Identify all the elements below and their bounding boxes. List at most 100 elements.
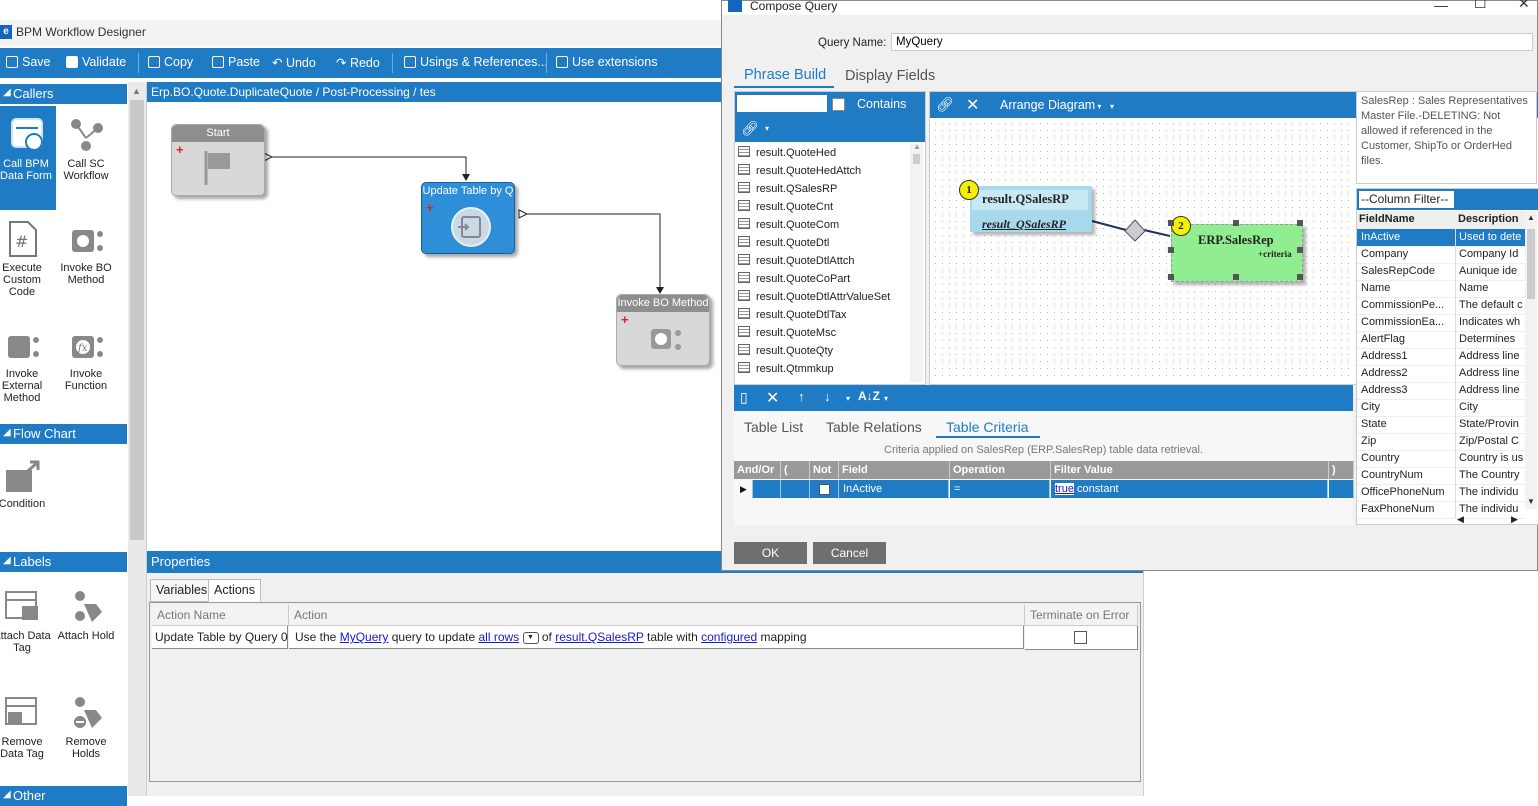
operation-cell[interactable]: = [950, 480, 1050, 498]
scroll-left-icon[interactable]: ◀ [1457, 514, 1464, 524]
tool-remove-data-tag[interactable]: Remove Data Tag [0, 694, 52, 760]
maximize-icon[interactable]: ☐ [1474, 0, 1487, 11]
scroll-down-icon[interactable]: ▼ [1527, 497, 1535, 506]
diagram-table-qsalesrp[interactable]: result.QSalesRP result_QSalesRP [970, 186, 1092, 232]
delete-icon[interactable]: ✕ [766, 390, 780, 407]
column-header-close-paren[interactable]: ) [1329, 461, 1354, 479]
scroll-up-icon[interactable]: ▲ [913, 142, 921, 151]
resize-handle[interactable] [1297, 274, 1303, 280]
tab-table-relations[interactable]: Table Relations [826, 419, 922, 435]
copy-button[interactable]: Copy [148, 55, 193, 69]
tool-call-bpm-data-form[interactable]: Call BPM Data Form [0, 106, 56, 210]
tool-invoke-external-method[interactable]: Invoke External Method [0, 326, 52, 404]
resize-handle[interactable] [1233, 220, 1239, 226]
table-list-item[interactable]: result.QuoteCnt [738, 200, 833, 213]
scroll-right-icon[interactable]: ▶ [1511, 514, 1518, 524]
tab-table-criteria[interactable]: Table Criteria [946, 419, 1029, 435]
table-list-item[interactable]: result.QuoteDtlAttrValueSet [738, 290, 890, 303]
palette-section-flow-chart[interactable]: ◢Flow Chart [0, 424, 127, 444]
sort-icon[interactable]: A↓Z [858, 389, 880, 403]
table-link[interactable]: result.QSalesRP [555, 630, 644, 644]
update-table-node[interactable]: Update Table by Q + [421, 182, 515, 254]
column-header-terminate[interactable]: Terminate on Error [1025, 605, 1138, 626]
paste-button[interactable]: Paste [212, 55, 260, 69]
scrollbar-thumb[interactable] [913, 154, 920, 164]
column-header-open-paren[interactable]: ( [781, 461, 810, 479]
column-header-field[interactable]: Field [839, 461, 950, 479]
tables-scrollbar[interactable]: ▲ [910, 142, 923, 382]
dropdown-icon[interactable]: ▾ [846, 394, 851, 403]
palette-section-labels[interactable]: ◢Labels [0, 552, 127, 572]
ok-button[interactable]: OK [734, 542, 807, 564]
column-header-operation[interactable]: Operation [950, 461, 1051, 479]
table-list-item[interactable]: result.QuoteDtlTax [738, 308, 846, 321]
tool-call-sc-workflow[interactable]: Call SC Workflow [56, 116, 116, 182]
resize-handle[interactable] [1297, 220, 1303, 226]
undo-button[interactable]: ↶ Undo [272, 56, 316, 70]
dropdown-icon[interactable]: ▾ [884, 394, 889, 403]
query-link[interactable]: MyQuery [339, 630, 389, 644]
rows-link[interactable]: all rows [478, 630, 520, 644]
table-list-item[interactable]: result.QuoteCom [738, 218, 839, 231]
usings-references-button[interactable]: Usings & References... [404, 55, 548, 69]
scroll-up-icon[interactable]: ▲ [1527, 213, 1535, 222]
tool-attach-data-tag[interactable]: Attach Data Tag [0, 588, 52, 654]
column-filter-input[interactable]: --Column Filter-- [1359, 191, 1454, 208]
mapping-link[interactable]: configured [701, 630, 758, 644]
redo-button[interactable]: ↷ Redo [336, 56, 380, 70]
column-header-and-or[interactable]: And/Or [734, 461, 781, 479]
column-header-not[interactable]: Not [810, 461, 839, 479]
column-filter-scrollbar[interactable]: ▲ ▼ [1525, 211, 1537, 509]
invoke-bo-method-node[interactable]: Invoke BO Method + [616, 294, 710, 366]
tab-phrase-build[interactable]: Phrase Build [744, 67, 827, 83]
table-list-item[interactable]: result.QSalesRP [738, 182, 837, 195]
link-icon[interactable]: 🔗︎ [936, 96, 954, 112]
cancel-button[interactable]: Cancel [813, 542, 886, 564]
scrollbar-thumb[interactable] [1527, 229, 1535, 299]
table-list-item[interactable]: result.QuoteDtlAttch [738, 254, 854, 267]
action-name-cell[interactable]: Update Table by Query 0 [152, 626, 288, 649]
start-node[interactable]: Start + [171, 124, 265, 196]
contains-checkbox[interactable] [832, 98, 845, 111]
tab-actions[interactable]: Actions [208, 579, 261, 602]
not-checkbox[interactable] [819, 484, 830, 495]
tool-invoke-function[interactable]: fx Invoke Function [56, 326, 116, 392]
dropdown-icon[interactable]: ▾ [765, 124, 770, 133]
palette-scrollbar[interactable]: ▲ [128, 82, 146, 796]
new-icon[interactable]: ▯ [740, 389, 748, 405]
validate-button[interactable]: Validate [66, 55, 126, 69]
field-cell[interactable]: InActive [839, 480, 949, 498]
workflow-canvas[interactable]: Start + Update Table by Q + Invoke BO Me… [147, 102, 725, 550]
tool-invoke-bo-method[interactable]: Invoke BO Method [56, 220, 116, 286]
close-paren-cell[interactable] [1329, 480, 1354, 498]
dropdown-icon[interactable]: ▼ [522, 631, 539, 644]
resize-handle[interactable] [1168, 220, 1174, 226]
tab-display-fields[interactable]: Display Fields [845, 68, 936, 84]
minimize-icon[interactable]: — [1434, 0, 1448, 13]
filter-value-link[interactable]: true [1055, 483, 1074, 495]
query-name-input[interactable] [891, 33, 1533, 51]
column-filter-row[interactable]: CommissionPe...The default c [1357, 297, 1525, 315]
row-selector[interactable]: ▶ [734, 480, 753, 498]
resize-handle[interactable] [1168, 274, 1174, 280]
table-list-item[interactable]: result.QuoteHedAttch [738, 164, 861, 177]
arrange-diagram-button[interactable]: Arrange Diagram ▾ [1000, 98, 1102, 112]
column-header-action-name[interactable]: Action Name [152, 605, 289, 626]
diagram-table-salesrep[interactable]: ERP.SalesRep +criteria [1171, 224, 1303, 282]
open-paren-cell[interactable] [781, 480, 810, 498]
table-list-item[interactable]: result.QuoteQty [738, 344, 833, 357]
dropdown-icon[interactable]: ▾ [1110, 102, 1115, 111]
resize-handle[interactable] [1168, 247, 1174, 253]
